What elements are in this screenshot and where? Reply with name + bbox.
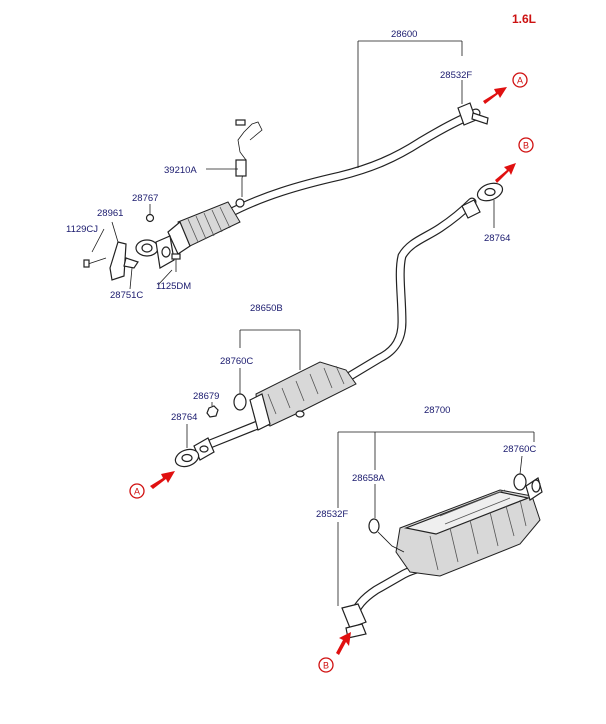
part-number-labels: 28600 28532F 39210A 28767 28961 1129CJ 2…	[66, 29, 536, 520]
engine-variant-label: 1.6L	[512, 12, 536, 26]
part-label-28658A: 28658A	[352, 473, 385, 484]
oxygen-sensor	[235, 119, 263, 197]
front-gasket-and-brackets	[83, 213, 181, 281]
reference-a-top: A	[483, 72, 528, 104]
part-label-39210A: 39210A	[164, 165, 197, 176]
part-label-28751C: 28751C	[110, 290, 143, 301]
reference-a-bottom: A	[129, 471, 175, 499]
part-label-28650B: 28650B	[250, 303, 283, 314]
reference-b-bottom: B	[318, 632, 351, 673]
part-label-28760C-right: 28760C	[503, 444, 536, 455]
main-muffler-assembly	[341, 473, 543, 639]
part-label-28961: 28961	[97, 208, 123, 219]
ref-label-b-bottom: B	[323, 661, 329, 671]
part-label-28760C-mid: 28760C	[220, 356, 253, 367]
center-pipe-assembly	[193, 197, 481, 461]
leader-lines	[91, 40, 535, 606]
part-label-28700: 28700	[424, 405, 450, 416]
part-label-28532F-bottom: 28532F	[316, 509, 348, 520]
part-label-28532F-top: 28532F	[440, 70, 472, 81]
part-label-1125DM: 1125DM	[156, 281, 191, 292]
ref-label-a-top: A	[517, 76, 523, 86]
ref-label-a-bottom: A	[134, 487, 140, 497]
part-label-28764-mid: 28764	[171, 412, 197, 423]
part-label-28600: 28600	[391, 29, 417, 40]
part-label-1129CJ: 1129CJ	[66, 224, 98, 235]
arrow-icon	[150, 471, 175, 489]
arrow-icon	[495, 163, 516, 183]
reference-b-top: B	[495, 137, 534, 183]
gasket-28764-mid	[174, 448, 200, 468]
ref-label-b-top: B	[523, 141, 529, 151]
arrow-icon	[483, 87, 507, 104]
arrow-icon	[336, 632, 351, 655]
part-label-28764-top: 28764	[484, 233, 510, 244]
gasket-28764-top	[476, 182, 504, 202]
front-pipe-assembly	[167, 102, 489, 255]
part-label-28679: 28679	[193, 391, 219, 402]
part-label-28767: 28767	[132, 193, 158, 204]
